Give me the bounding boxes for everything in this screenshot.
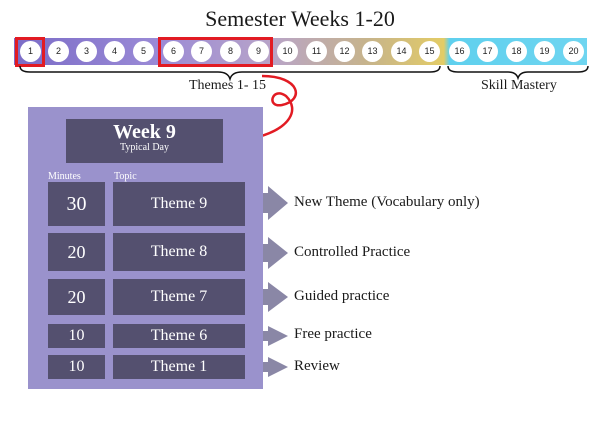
activity-label: Controlled Practice — [294, 244, 411, 260]
themes-brace — [19, 65, 441, 82]
minutes-cell: 10 — [48, 355, 105, 379]
week-circle: 19 — [534, 41, 555, 62]
week-circle: 6 — [163, 41, 184, 62]
week-circle: 16 — [449, 41, 470, 62]
week-circle: 5 — [133, 41, 154, 62]
week-circle: 13 — [362, 41, 383, 62]
skill-mastery-label: Skill Mastery — [481, 78, 557, 93]
topic-cell: Theme 6 — [113, 324, 245, 348]
week-circle: 1 — [20, 41, 41, 62]
week-circle: 7 — [191, 41, 212, 62]
week-circle: 17 — [477, 41, 498, 62]
minutes-cell: 20 — [48, 233, 105, 271]
topic-cell: Theme 9 — [113, 182, 245, 226]
week-circle: 3 — [76, 41, 97, 62]
week-circle: 10 — [277, 41, 298, 62]
mastery-brace — [447, 65, 589, 81]
minutes-cell: 10 — [48, 324, 105, 348]
week-circle: 20 — [563, 41, 584, 62]
diagram-title: Semester Weeks 1-20 — [205, 6, 395, 31]
week-circle: 8 — [220, 41, 241, 62]
week-circle: 14 — [391, 41, 412, 62]
activity-label: New Theme (Vocabulary only) — [294, 194, 480, 210]
week-circle: 11 — [306, 41, 327, 62]
red-curve-arrow — [257, 74, 298, 139]
week-box: Week 9 Typical Day — [66, 119, 223, 163]
week-circle: 15 — [419, 41, 440, 62]
topic-header: Topic — [114, 171, 137, 182]
activity-label: Guided practice — [294, 288, 390, 304]
topic-cell: Theme 1 — [113, 355, 245, 379]
week-circle: 9 — [248, 41, 269, 62]
activity-label: Free practice — [294, 326, 372, 342]
highlight-week-1 — [15, 37, 45, 67]
topic-cell: Theme 8 — [113, 233, 245, 271]
week-circle: 2 — [48, 41, 69, 62]
week-circle: 12 — [334, 41, 355, 62]
minutes-cell: 20 — [48, 279, 105, 315]
week-subtitle: Typical Day — [119, 142, 169, 153]
week-title: Week 9 — [113, 121, 176, 143]
themes-label: Themes 1- 15 — [189, 78, 266, 93]
week-circle: 4 — [104, 41, 125, 62]
minutes-cell: 30 — [48, 182, 105, 226]
activity-label: Review — [294, 358, 340, 374]
minutes-header: Minutes — [48, 171, 81, 182]
topic-cell: Theme 7 — [113, 279, 245, 315]
highlight-weeks-6-9 — [158, 37, 273, 67]
week-circle: 18 — [506, 41, 527, 62]
week-strip: 1 2 3 4 5 6 7 8 9 10 11 12 13 14 15 16 1… — [14, 38, 587, 65]
